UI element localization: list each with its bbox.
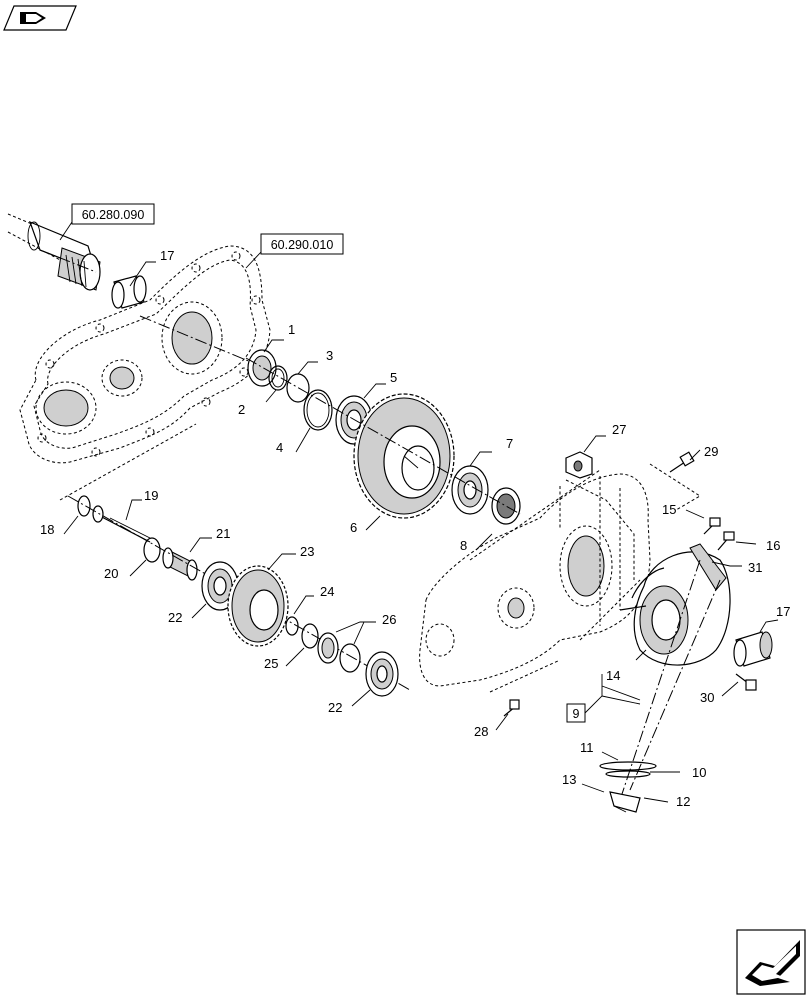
bearing-7 <box>451 465 489 515</box>
callout-17b: 17 <box>776 604 790 619</box>
callout-29: 29 <box>704 444 718 459</box>
circlip-2 <box>268 365 288 391</box>
bolt-16 <box>717 531 735 551</box>
lower-bracket-group <box>599 559 721 813</box>
callout-2: 2 <box>238 402 245 417</box>
callout-1: 1 <box>288 322 295 337</box>
callout-25: 25 <box>264 656 278 671</box>
left-housing-cover <box>19 245 276 464</box>
bolt-29 <box>649 451 701 511</box>
callout-30: 30 <box>700 690 714 705</box>
reference-60-290-010[interactable]: 60.290.010 <box>245 233 344 269</box>
callout-5: 5 <box>390 370 397 385</box>
callout-19: 19 <box>144 488 158 503</box>
callout-28: 28 <box>474 724 488 739</box>
bushing-17-right <box>733 631 773 667</box>
callout-3: 3 <box>326 348 333 363</box>
bolt-30 <box>735 673 757 691</box>
seal-8 <box>491 487 521 525</box>
bushing-17-left <box>111 275 147 309</box>
callout-12: 12 <box>676 794 690 809</box>
callout-10: 10 <box>692 765 706 780</box>
drive-shaft <box>7 213 101 291</box>
right-transmission-housing <box>419 469 651 687</box>
reference-label: 60.280.090 <box>82 208 145 222</box>
callout-13: 13 <box>562 772 576 787</box>
callout-20: 20 <box>104 566 118 581</box>
callout-21: 21 <box>216 526 230 541</box>
callout-22a: 22 <box>168 610 182 625</box>
gear-23 <box>227 565 289 647</box>
callout-24: 24 <box>320 584 334 599</box>
callout-16: 16 <box>766 538 780 553</box>
callout-31: 31 <box>748 560 762 575</box>
bracket-27 <box>565 451 593 479</box>
callout-14: 14 <box>606 668 620 683</box>
shims-26 <box>317 632 361 673</box>
group-9-box[interactable]: 9 <box>566 674 641 723</box>
ring-25 <box>301 623 319 649</box>
callout-labels: 1 2 3 4 5 6 7 8 10 11 12 13 14 15 16 17 … <box>40 248 790 809</box>
dashed-guide <box>489 659 561 693</box>
callout-8: 8 <box>460 538 467 553</box>
next-page-arrow-icon[interactable] <box>736 929 806 995</box>
callout-26: 26 <box>382 612 396 627</box>
axis-line-upper <box>245 357 521 515</box>
reference-60-280-090[interactable]: 60.280.090 <box>59 203 155 241</box>
callout-22b: 22 <box>328 700 342 715</box>
callout-7: 7 <box>506 436 513 451</box>
bushing-21 <box>162 547 198 581</box>
bearing-22-lower <box>365 651 399 697</box>
shim-4 <box>303 389 333 431</box>
circlip-20 <box>143 537 161 563</box>
callout-11: 11 <box>580 740 594 755</box>
bolt-19 <box>92 505 151 543</box>
bolt-28 <box>503 699 520 717</box>
callout-18: 18 <box>40 522 54 537</box>
callout-27: 27 <box>612 422 626 437</box>
callout-15: 15 <box>662 502 676 517</box>
navigation-flag-icon[interactable] <box>3 5 77 31</box>
callout-6: 6 <box>350 520 357 535</box>
reference-label: 60.290.010 <box>271 238 334 252</box>
callout-17a: 17 <box>160 248 174 263</box>
circlip-24 <box>285 616 299 636</box>
group-label: 9 <box>573 707 580 721</box>
gear-6 <box>353 393 455 519</box>
bolt-15 <box>703 517 721 535</box>
dashed-guide <box>59 423 197 501</box>
callout-4: 4 <box>276 440 283 455</box>
end-cover-14 <box>619 543 731 666</box>
callout-23: 23 <box>300 544 314 559</box>
washer-18 <box>77 495 91 517</box>
